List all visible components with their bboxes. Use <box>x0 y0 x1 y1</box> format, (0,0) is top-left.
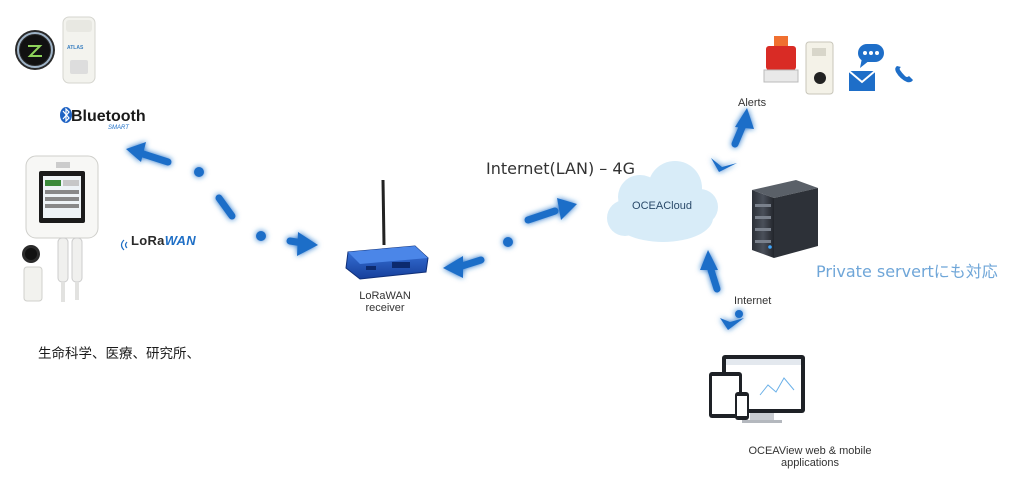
cloud-icon <box>607 161 718 242</box>
oceaview-label: OCEAView web & mobile applications <box>730 445 890 469</box>
atlas-logger-icon <box>62 16 96 84</box>
lorawan-receiver-line2: receiver <box>365 302 405 314</box>
mail-icon <box>848 70 876 91</box>
alarm-device-icon <box>805 41 834 95</box>
round-sensor-icon <box>15 30 55 70</box>
lorawan-suffix: WAN <box>164 233 196 248</box>
oceaview-line1: OCEAView web & mobile <box>748 445 872 457</box>
industries-label: 生命科学、医療、研究所、 <box>38 346 200 362</box>
chat-icon <box>858 44 884 68</box>
bluetooth-smart-label: SMART <box>108 125 129 131</box>
lorawan-receiver-label: LoRaWAN receiver <box>330 290 440 314</box>
bluetooth-icon <box>60 107 72 123</box>
atlas-label: ATLAS <box>67 45 84 51</box>
bluetooth-logo: Bluetooth <box>71 106 146 126</box>
sensor-device <box>22 155 99 302</box>
phone-icon <box>895 66 913 83</box>
server-icon <box>752 180 818 258</box>
connection-arrows <box>126 108 754 330</box>
lorawan-prefix: LoRa <box>131 233 165 248</box>
devices-mockup <box>709 355 805 423</box>
oceaview-line2: applications <box>780 457 840 469</box>
lorawan-icon <box>120 239 128 251</box>
router-icon <box>345 179 429 280</box>
bluetooth-label: Bluetooth <box>71 108 146 125</box>
oceacloud-label: OCEACloud <box>632 200 692 212</box>
lorawan-logo: LoRaWAN <box>131 233 196 248</box>
private-server-label: Private servertにも対応 <box>816 262 998 281</box>
lorawan-receiver-line1: LoRaWAN <box>359 290 411 302</box>
internet-lan-label: Internet(LAN) – 4G <box>486 159 635 178</box>
alerts-label: Alerts <box>738 97 767 109</box>
internet-label: Internet <box>734 295 772 307</box>
siren-icon <box>763 36 799 83</box>
